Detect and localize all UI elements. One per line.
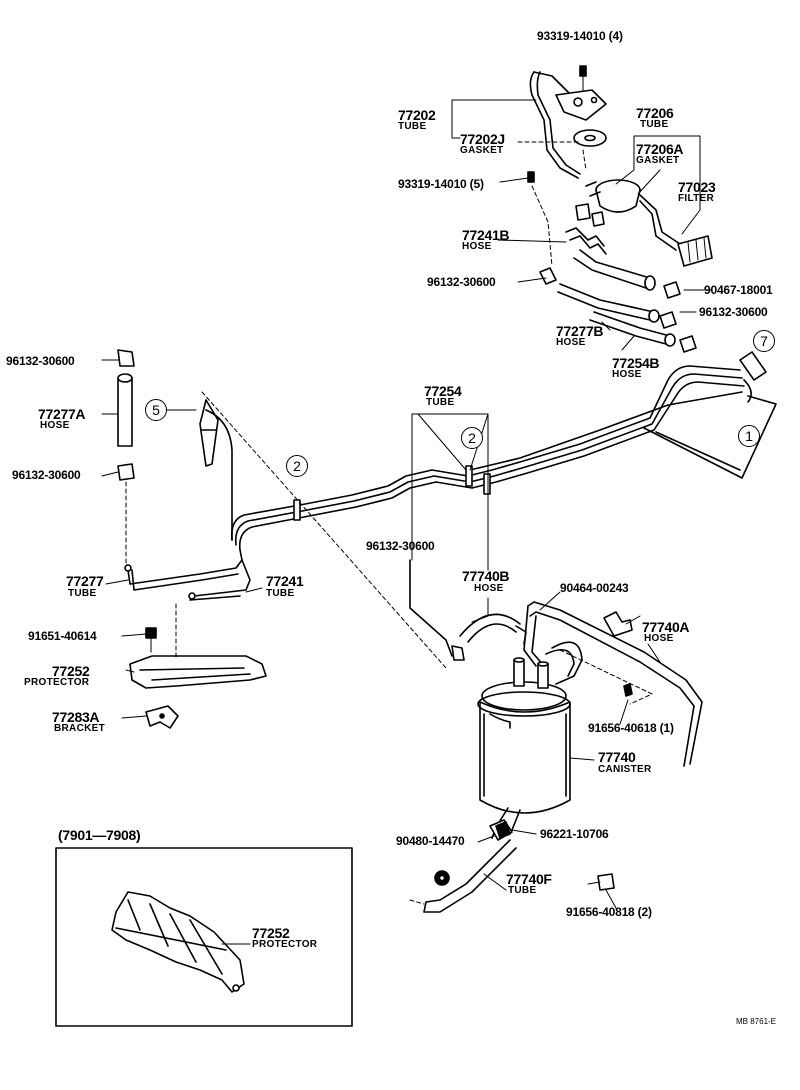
- label-93319-14010-mid: 93319-14010 (5): [398, 177, 484, 191]
- label-91656-40818: 91656-40818 (2): [566, 905, 652, 919]
- hose-77277A-drawing: [117, 349, 135, 567]
- protector-77252-drawing: [129, 603, 267, 689]
- label-77206A: 77206A: [636, 141, 684, 157]
- label-77254-sub: TUBE: [426, 397, 455, 408]
- label-77740F-sub: TUBE: [508, 885, 537, 896]
- tube-77206-drawing: [575, 179, 713, 267]
- label-77740B: 77740B: [462, 568, 510, 584]
- label-96132-30600-e: 96132-30600: [366, 539, 435, 553]
- label-96132-30600-a: 96132-30600: [427, 275, 496, 289]
- tube-bundle-77254: [199, 351, 777, 551]
- label-77254B: 77254B: [612, 355, 660, 371]
- label-77202J-sub: GASKET: [460, 145, 504, 156]
- label-77241: 77241: [266, 573, 304, 589]
- label-77241B-sub: HOSE: [462, 241, 492, 252]
- label-77206: 77206: [636, 105, 674, 121]
- inset-label-77252-sub: PROTECTOR: [252, 939, 318, 950]
- drawing-code: MB 8761-E: [736, 1017, 777, 1026]
- label-96132-30600-b: 96132-30600: [699, 305, 768, 319]
- hose-77740A-drawing: [523, 601, 703, 767]
- hose-group-top: [539, 227, 697, 353]
- label-77740-sub: CANISTER: [598, 764, 652, 775]
- label-77277B-sub: HOSE: [556, 337, 586, 348]
- label-77206-sub: TUBE: [640, 119, 669, 130]
- label-77740: 77740: [598, 749, 636, 765]
- label-77283A: 77283A: [52, 709, 100, 725]
- label-90480-14470: 90480-14470: [396, 834, 465, 848]
- label-77202-sub: TUBE: [398, 121, 427, 132]
- label-96132-30600-c: 96132-30600: [6, 354, 75, 368]
- label-91651-40614: 91651-40614: [28, 629, 97, 643]
- inset-title: (7901—7908): [58, 827, 141, 843]
- tubes-77277-77241: [124, 549, 251, 601]
- callout-1: 1: [738, 425, 760, 447]
- label-77740A-sub: HOSE: [644, 633, 674, 644]
- label-77241-sub: TUBE: [266, 588, 295, 599]
- label-77277A: 77277A: [38, 406, 86, 422]
- leader-lines: [101, 99, 713, 909]
- label-77023-sub: FILTER: [678, 193, 715, 204]
- label-77254: 77254: [424, 383, 462, 399]
- tube-77740F-drawing: [409, 821, 615, 913]
- label-77740B-sub: HOSE: [474, 583, 504, 594]
- label-77277-sub: TUBE: [68, 588, 97, 599]
- callout-2-right: 2: [461, 427, 483, 449]
- label-91656-40618: 91656-40618 (1): [588, 721, 674, 735]
- label-77252: 77252: [52, 663, 90, 679]
- label-77023: 77023: [678, 179, 716, 195]
- label-93319-14010-top: 93319-14010 (4): [537, 29, 623, 43]
- inset-box: [55, 847, 353, 1027]
- label-77202: 77202: [398, 107, 436, 123]
- label-77241B: 77241B: [462, 227, 510, 243]
- label-77740A: 77740A: [642, 619, 690, 635]
- inset-label-77252: 77252: [252, 925, 290, 941]
- label-77740F: 77740F: [506, 871, 552, 887]
- label-77283A-sub: BRACKET: [54, 723, 105, 734]
- callout-5: 5: [145, 399, 167, 421]
- label-77254B-sub: HOSE: [612, 369, 642, 380]
- callout-7: 7: [753, 330, 775, 352]
- canister-77740-drawing: [477, 657, 571, 841]
- tube-77202-drawing: [527, 65, 607, 267]
- label-90467-18001: 90467-18001: [704, 283, 773, 297]
- label-77277A-sub: HOSE: [40, 420, 70, 431]
- label-77252-sub: PROTECTOR: [24, 677, 90, 688]
- label-77277: 77277: [66, 573, 104, 589]
- callout-2-left: 2: [286, 455, 308, 477]
- label-77202J: 77202J: [460, 131, 505, 147]
- label-96132-30600-d: 96132-30600: [12, 468, 81, 482]
- label-90464-00243: 90464-00243: [560, 581, 629, 595]
- leader-callout5: [201, 391, 447, 669]
- label-77277B: 77277B: [556, 323, 604, 339]
- bracket-77283A-drawing: [145, 705, 179, 729]
- label-96221-10706: 96221-10706: [540, 827, 609, 841]
- label-77206A-sub: GASKET: [636, 155, 680, 166]
